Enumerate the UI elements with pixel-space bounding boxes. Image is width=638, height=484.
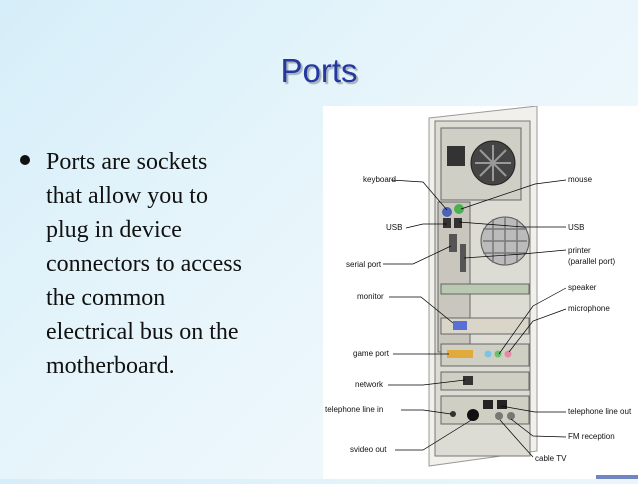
bullet-text: Ports are sockets that allow you to plug…	[46, 149, 242, 379]
label-telephone-line-out: telephone line out	[568, 407, 632, 416]
label-game-port: game port	[353, 349, 390, 358]
label-telephone-line-in: telephone line in	[325, 405, 383, 414]
label-microphone: microphone	[568, 304, 610, 313]
parallel-port-icon	[460, 244, 466, 272]
label-keyboard: keyboard	[363, 175, 396, 184]
computer-rear-illustration: keyboard USB serial port monitor game po…	[325, 105, 632, 467]
label-svideo-out: svideo out	[350, 445, 387, 454]
game-port-icon	[447, 350, 473, 358]
leader-lines	[383, 179, 567, 458]
usb-port-left-icon	[443, 218, 451, 228]
label-printer: printer	[568, 246, 591, 255]
label-usb-right: USB	[568, 223, 584, 232]
monitor-port-icon	[453, 321, 467, 330]
slide-corner-bar	[596, 475, 638, 479]
usb-port-right-icon	[454, 218, 462, 228]
psu-fan-grill	[475, 145, 511, 181]
bullet-dot	[20, 155, 30, 165]
computer-ports-figure: keyboard USB serial port monitor game po…	[323, 105, 638, 479]
microphone-jack-icon	[504, 350, 512, 358]
telephone-line-in-port-icon	[450, 411, 456, 417]
audio-jack-icon	[484, 350, 492, 358]
mouse-port-icon	[454, 204, 464, 214]
tv-modem-card	[440, 395, 530, 425]
right-labels: mouse USB printer (parallel port) speake…	[535, 175, 632, 463]
cable-tv-port-icon	[495, 412, 503, 420]
label-speaker: speaker	[568, 283, 597, 292]
serial-port-icon	[449, 234, 457, 252]
expansion-slot	[440, 283, 530, 295]
telephone-jack-icon	[497, 400, 507, 409]
case-fan-grill	[483, 217, 527, 265]
fm-port-icon	[507, 412, 515, 420]
label-parallel-port: (parallel port)	[568, 257, 615, 266]
slide-title: Ports	[280, 52, 358, 89]
svideo-port-icon	[467, 409, 479, 421]
speaker-jack-icon	[494, 350, 502, 358]
label-serial-port: serial port	[346, 260, 382, 269]
label-monitor: monitor	[357, 292, 384, 301]
label-fm-reception: FM reception	[568, 432, 615, 441]
label-mouse: mouse	[568, 175, 593, 184]
label-cable-tv: cable TV	[535, 454, 567, 463]
bullet-item: Ports are sockets that allow you to plug…	[18, 145, 318, 383]
keyboard-port-icon	[442, 207, 452, 217]
left-labels: keyboard USB serial port monitor game po…	[325, 175, 402, 454]
telephone-jack-icon	[483, 400, 493, 409]
network-port-icon	[463, 376, 473, 385]
label-network: network	[355, 380, 384, 389]
label-usb-left: USB	[386, 223, 402, 232]
power-socket	[447, 146, 465, 166]
